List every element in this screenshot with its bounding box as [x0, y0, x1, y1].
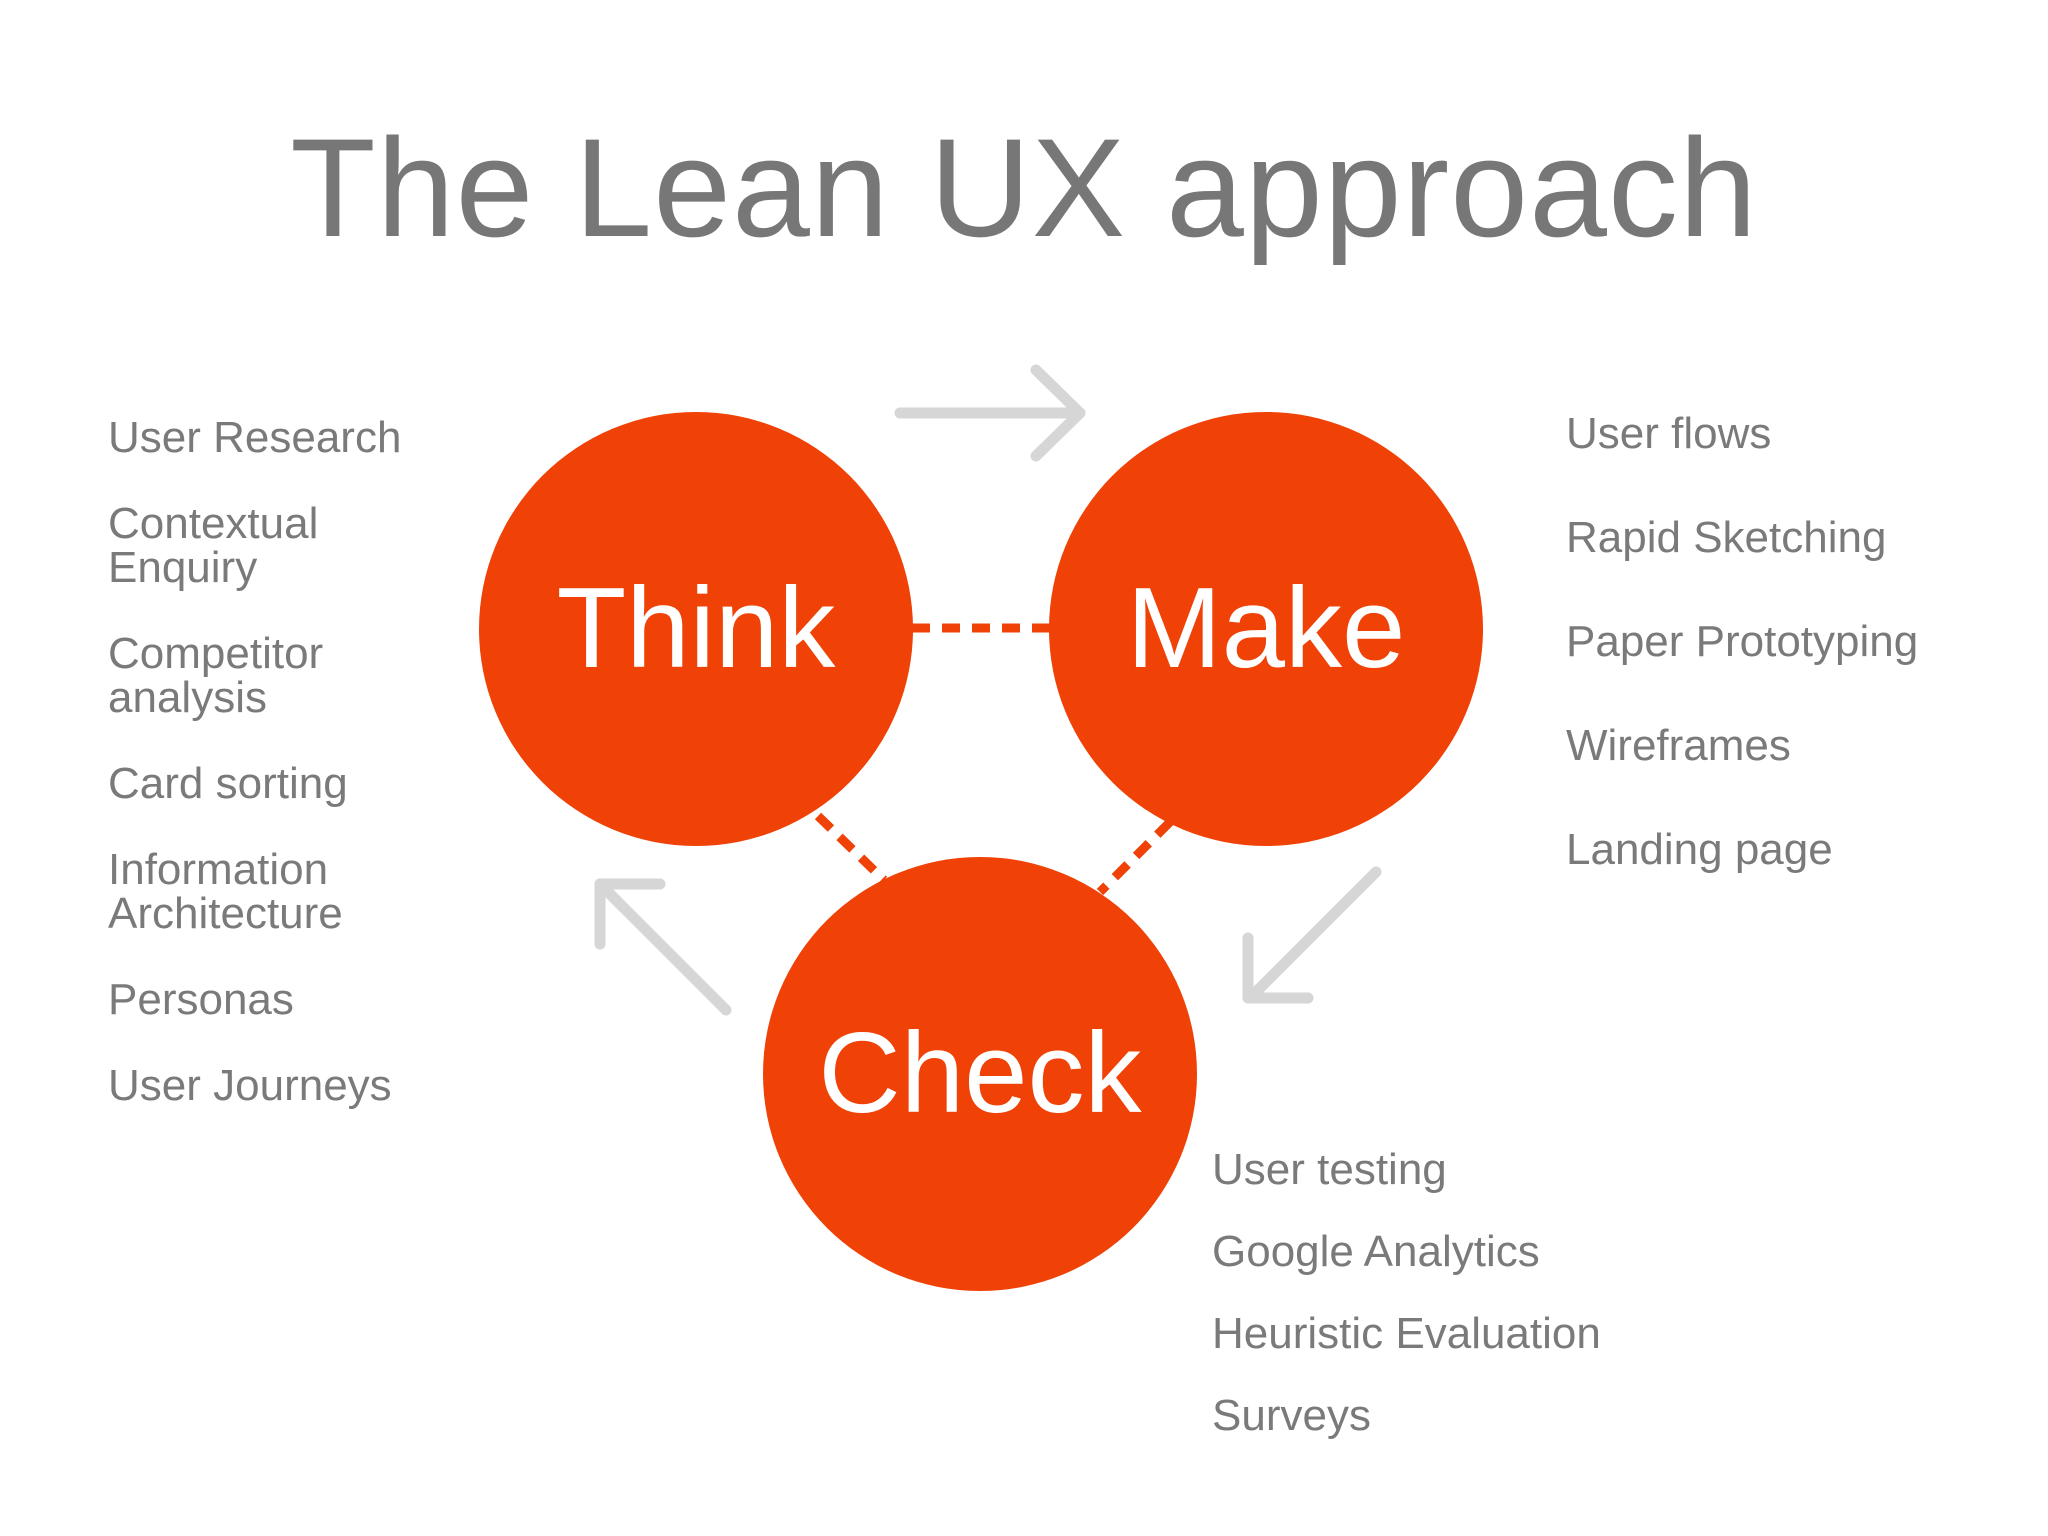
list-item: Competitor analysis: [108, 629, 324, 722]
list-item: Paper Prototyping: [1566, 617, 1919, 666]
make-activities-list: User flows Rapid Sketching Paper Prototy…: [1566, 412, 2026, 932]
list-item: Wireframes: [1566, 721, 1791, 770]
list-item: User flows: [1566, 409, 1772, 458]
think-label: Think: [556, 565, 836, 692]
think-activities-list: User Research Contextual Enquiry Competi…: [108, 416, 468, 1150]
list-item: Google Analytics: [1212, 1227, 1540, 1276]
list-item: Personas: [108, 975, 294, 1024]
check-activities-list: User testing Google Analytics Heuristic …: [1212, 1148, 1832, 1476]
make-label: Make: [1126, 565, 1406, 692]
think-circle: [479, 412, 913, 846]
check-circle: [763, 857, 1197, 1291]
list-item: Information Architecture: [108, 845, 343, 938]
list-item: Rapid Sketching: [1566, 513, 1887, 562]
check-label: Check: [818, 1010, 1142, 1137]
dashed-connector-think-check: [814, 812, 888, 884]
list-item: Contextual Enquiry: [108, 499, 319, 592]
dashed-connector-make-check: [1096, 818, 1174, 896]
arrow-up-left-icon: [594, 878, 732, 1016]
list-item: Landing page: [1566, 825, 1833, 874]
list-item: User Research: [108, 413, 402, 462]
list-item: Heuristic Evaluation: [1212, 1309, 1601, 1358]
slide-title: The Lean UX approach: [290, 109, 1758, 266]
list-item: User testing: [1212, 1145, 1447, 1194]
arrow-down-left-icon: [1242, 866, 1382, 1004]
arrow-right-icon: [894, 364, 1086, 462]
list-item: Surveys: [1212, 1391, 1371, 1440]
list-item: User Journeys: [108, 1061, 392, 1110]
list-item: Card sorting: [108, 759, 348, 808]
make-circle: [1049, 412, 1483, 846]
